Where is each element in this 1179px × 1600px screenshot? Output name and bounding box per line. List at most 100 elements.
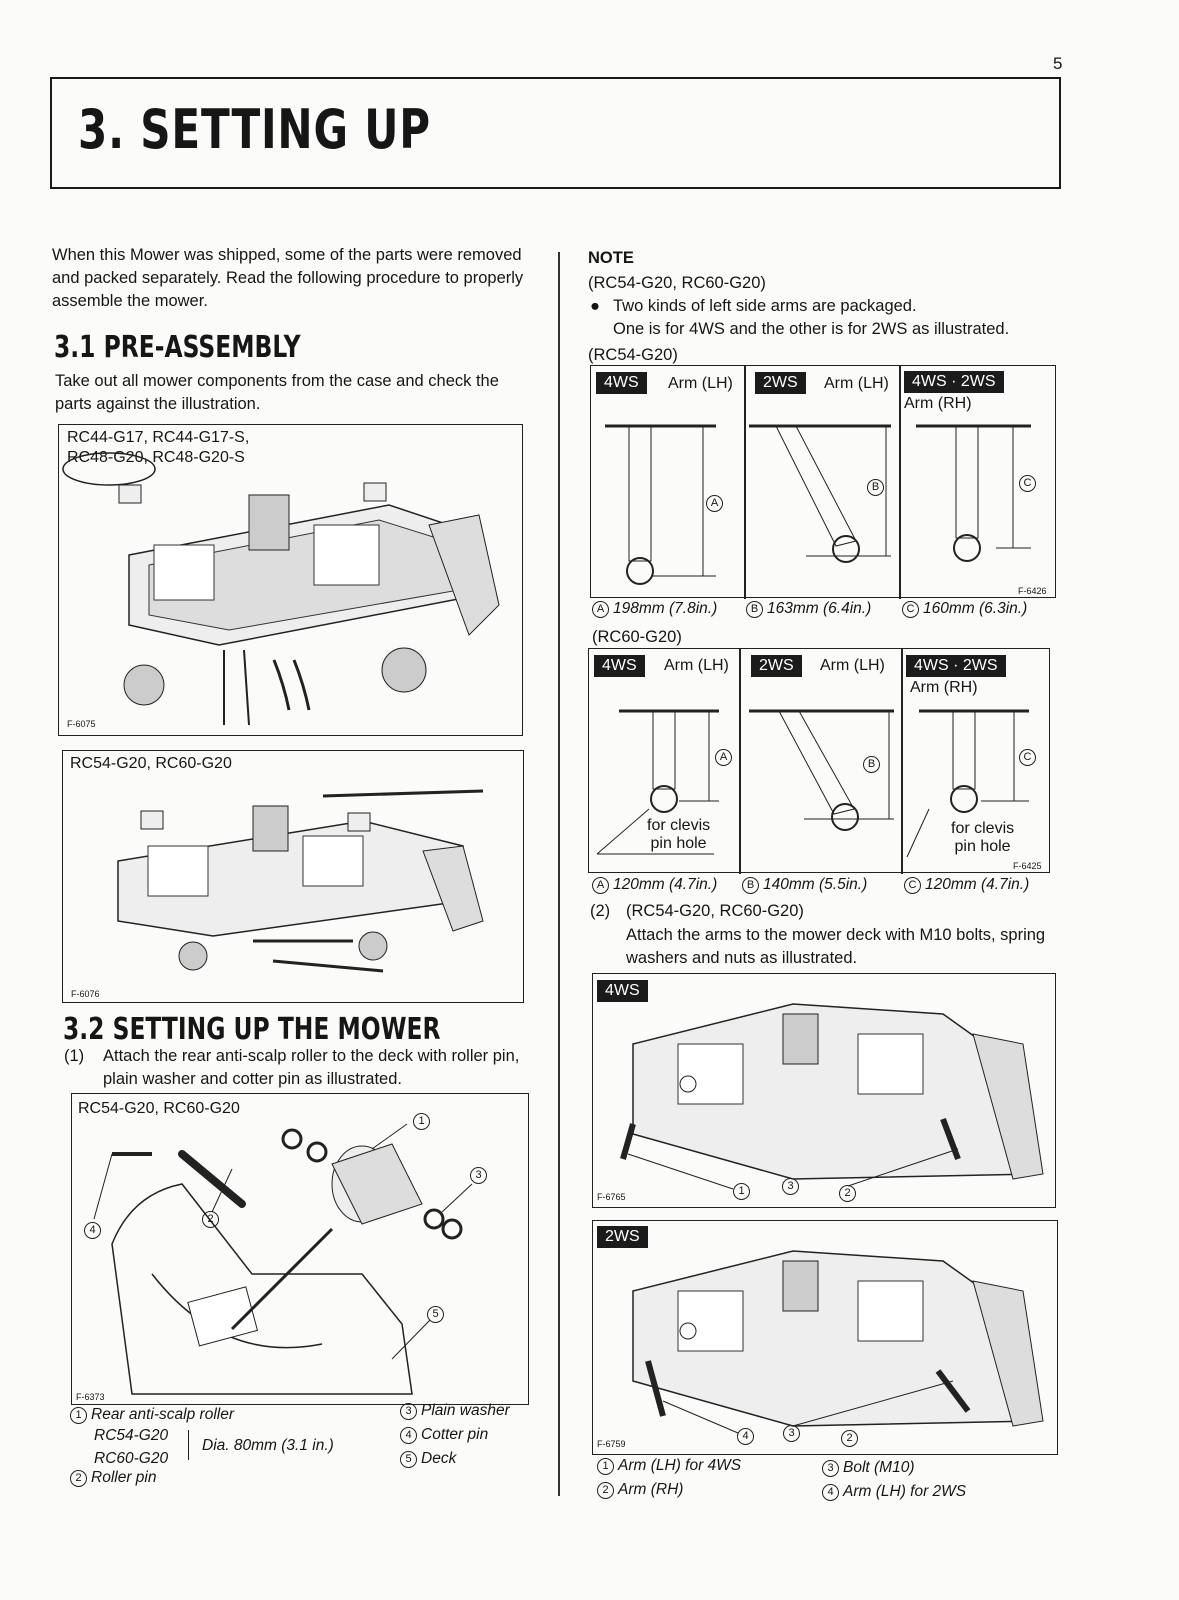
fig5-arm-rh: Arm (RH) bbox=[910, 679, 978, 696]
fig7-callout-4: 4 bbox=[737, 1428, 754, 1445]
right-legend-num-3: 3 bbox=[822, 1460, 839, 1477]
right-legend-3-text: Bolt (M10) bbox=[843, 1459, 915, 1476]
legend-num-4: 4 bbox=[400, 1427, 417, 1444]
fig4-caption-letter-a: A bbox=[592, 601, 609, 618]
figure-f6425: 4WS Arm (LH) 2WS Arm (LH) 4WS · 2WS Arm … bbox=[588, 648, 1050, 874]
fig6-callout-1: 1 bbox=[733, 1183, 750, 1200]
fig4-dim-a-text: 198mm (7.8in.) bbox=[613, 600, 718, 617]
step2-models: (RC54-G20, RC60-G20) bbox=[626, 902, 804, 920]
fig4-code: F-6426 bbox=[1018, 586, 1047, 596]
right-legend-4-text: Arm (LH) for 2WS bbox=[843, 1483, 967, 1500]
fig5-clevis-left-1: for clevis bbox=[647, 817, 711, 834]
section-3-1-heading: 3.1 PRE-ASSEMBLY bbox=[54, 330, 301, 365]
step2-text: Attach the arms to the mower deck with M… bbox=[626, 926, 1046, 967]
fig3-legend-5-text: Deck bbox=[421, 1450, 457, 1467]
fig4-tag-4ws: 4WS bbox=[596, 372, 647, 394]
fig3-models: RC54-G20, RC60-G20 bbox=[78, 1100, 240, 1117]
fig6-callout-2: 2 bbox=[839, 1185, 856, 1202]
fig4-dim-c-text: 160mm (6.3in.) bbox=[923, 600, 1028, 617]
step1-number: (1) bbox=[64, 1047, 85, 1065]
fig4-caption-letter-b: B bbox=[746, 601, 763, 618]
fig5-dim-a-text: 120mm (4.7in.) bbox=[613, 876, 718, 893]
fig1-code: F-6075 bbox=[67, 719, 96, 729]
intro-paragraph: When this Mower was shipped, some of the… bbox=[52, 246, 524, 310]
legend-num-1: 1 bbox=[70, 1407, 87, 1424]
fig5-arm-lh-2ws: Arm (LH) bbox=[820, 657, 885, 674]
page-title: 3. SETTING UP bbox=[78, 98, 431, 161]
legend-num-3: 3 bbox=[400, 1403, 417, 1420]
fig5-caption-letter-c: C bbox=[904, 877, 921, 894]
column-divider bbox=[558, 252, 560, 1496]
note-bullet-continued: One is for 4WS and the other is for 2WS … bbox=[613, 320, 1010, 338]
fig5-dim-b-text: 140mm (5.5in.) bbox=[763, 876, 868, 893]
step1-text: Attach the rear anti-scalp roller to the… bbox=[103, 1047, 520, 1088]
fig4-tag-both: 4WS · 2WS bbox=[904, 371, 1004, 393]
fig4-caption-letter-c: C bbox=[902, 601, 919, 618]
figure-f6759: 2WS 4 3 2 F-6759 bbox=[592, 1220, 1058, 1455]
fig5-letter-a: A bbox=[715, 749, 732, 766]
fig3-legend-bracket bbox=[188, 1430, 189, 1460]
fig7-callout-3: 3 bbox=[783, 1425, 800, 1442]
arm-dimension-drawings-rc60 bbox=[596, 709, 1029, 858]
figure-f6075: RC44-G17, RC44-G17-S, RC48-G20, RC48-G20… bbox=[58, 424, 523, 736]
arm-dimension-drawings-rc54 bbox=[605, 424, 1031, 585]
arm-installation-4ws-illustration bbox=[620, 1003, 1044, 1190]
fig3-legend-4-text: Cotter pin bbox=[421, 1426, 489, 1443]
fig4-panel-divider-2 bbox=[899, 366, 901, 599]
fig3-legend-1-text: Rear anti-scalp roller bbox=[91, 1406, 234, 1423]
figure-f6765: 4WS 1 3 2 F-6765 bbox=[592, 973, 1056, 1208]
right-legend-num-1: 1 bbox=[597, 1458, 614, 1475]
fig3-code: F-6373 bbox=[76, 1392, 105, 1402]
fig6-tag: 4WS bbox=[597, 980, 648, 1002]
fig5-tag-2ws: 2WS bbox=[751, 655, 802, 677]
section-3-1-text: Take out all mower components from the c… bbox=[55, 372, 499, 413]
page-number: 5 bbox=[1053, 54, 1063, 73]
fig5-models: (RC60-G20) bbox=[592, 628, 682, 646]
fig3-legend-2-text: Roller pin bbox=[91, 1469, 157, 1486]
fig4-arm-rh: Arm (RH) bbox=[904, 395, 972, 412]
right-legend-num-2: 2 bbox=[597, 1482, 614, 1499]
fig3-legend-diameter: Dia. 80mm (3.1 in.) bbox=[202, 1437, 334, 1454]
fig5-letter-b: B bbox=[863, 756, 880, 773]
fig4-dim-b-text: 163mm (6.4in.) bbox=[767, 600, 872, 617]
mower-deck-illustration-2 bbox=[117, 789, 484, 973]
fig4-arm-lh-4ws: Arm (LH) bbox=[668, 375, 733, 392]
anti-scalp-roller-illustration bbox=[93, 1123, 473, 1395]
note-bullet-text: Two kinds of left side arms are packaged… bbox=[613, 297, 917, 315]
fig4-tag-2ws: 2WS bbox=[755, 372, 806, 394]
fig5-dim-c-text: 120mm (4.7in.) bbox=[925, 876, 1030, 893]
fig2-models: RC54-G20, RC60-G20 bbox=[70, 755, 232, 772]
figure-f6426: 4WS Arm (LH) 2WS Arm (LH) 4WS · 2WS Arm … bbox=[590, 365, 1056, 599]
fig7-callout-2: 2 bbox=[841, 1430, 858, 1447]
fig5-panel-divider-2 bbox=[901, 649, 903, 874]
fig7-tag: 2WS bbox=[597, 1226, 648, 1248]
legend-num-2: 2 bbox=[70, 1470, 87, 1487]
fig1-models-line1: RC44-G17, RC44-G17-S, bbox=[67, 429, 250, 446]
fig5-clevis-left-2: pin hole bbox=[650, 835, 707, 852]
fig5-clevis-right-2: pin hole bbox=[954, 838, 1011, 855]
fig5-caption-letter-a: A bbox=[592, 877, 609, 894]
right-legend-2-text: Arm (RH) bbox=[618, 1481, 684, 1498]
fig3-legend-1a: RC54-G20 bbox=[94, 1427, 169, 1444]
fig4-panel-divider-1 bbox=[744, 366, 746, 599]
fig3-legend-1b: RC60-G20 bbox=[94, 1450, 169, 1467]
fig4-arm-lh-2ws: Arm (LH) bbox=[824, 375, 889, 392]
legend-num-5: 5 bbox=[400, 1451, 417, 1468]
fig3-legend-3-text: Plain washer bbox=[421, 1402, 510, 1419]
fig5-tag-both: 4WS · 2WS bbox=[906, 655, 1006, 677]
fig5-clevis-right-1: for clevis bbox=[951, 820, 1015, 837]
step2-number: (2) bbox=[590, 902, 611, 920]
fig4-letter-a: A bbox=[706, 495, 723, 512]
right-legend-num-4: 4 bbox=[822, 1484, 839, 1501]
